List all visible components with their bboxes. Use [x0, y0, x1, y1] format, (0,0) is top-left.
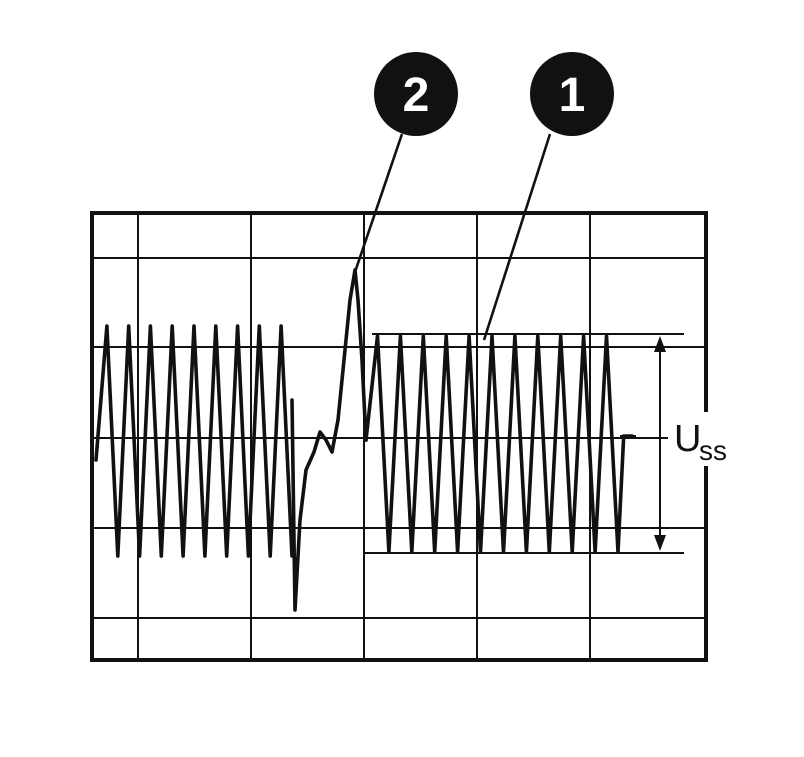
signal-trace-before	[94, 324, 294, 558]
callout-1-leader	[482, 133, 552, 341]
callout-1: 1	[530, 52, 614, 136]
oscilloscope-grid	[90, 211, 708, 662]
amplitude-label-main: U	[674, 418, 701, 460]
amplitude-label-bg	[668, 412, 738, 466]
amplitude-label: U ss	[668, 412, 738, 466]
signal-trace-event	[290, 268, 368, 612]
screen-frame	[90, 211, 708, 662]
amplitude-arrow-down-head	[654, 535, 666, 551]
amplitude-label-subscript: ss	[699, 435, 727, 466]
callout-2: 2	[374, 52, 458, 136]
amplitude-arrow-up-head	[654, 336, 666, 352]
callout-2-number: 2	[403, 69, 430, 122]
callout-2-circle	[374, 52, 458, 136]
callout-2-leader	[353, 133, 404, 273]
signal-trace-after	[364, 334, 634, 554]
callout-1-number: 1	[559, 69, 586, 122]
callout-1-circle	[530, 52, 614, 136]
